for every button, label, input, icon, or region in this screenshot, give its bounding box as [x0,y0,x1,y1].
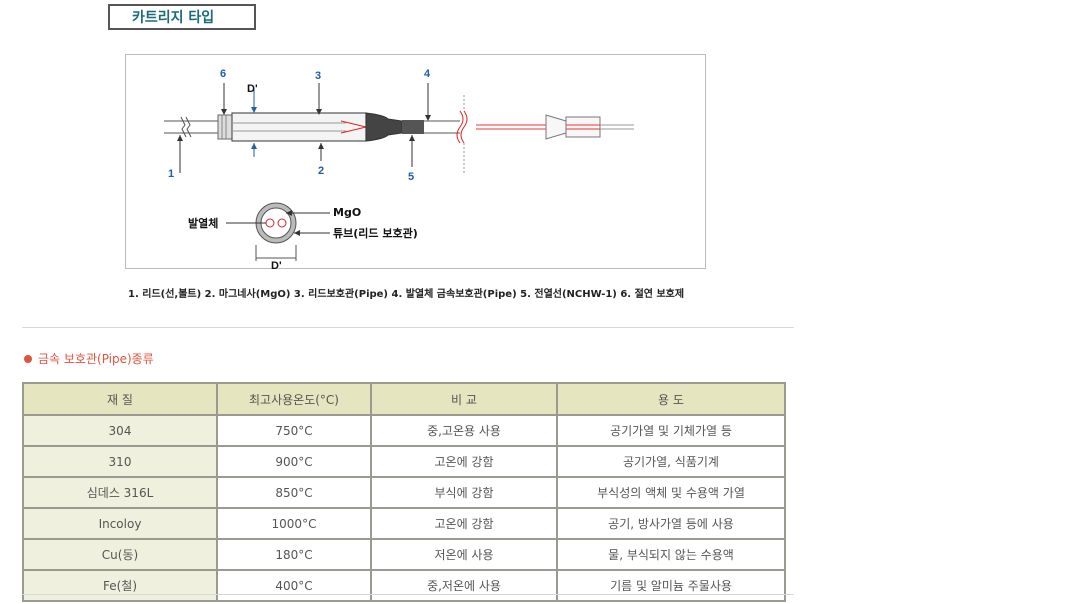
table-row: 310 900°C 고온에 강함 공기가열, 식품기계 [22,445,786,478]
cell-note: 중,저온에 사용 [370,569,558,602]
cell-usage: 공기, 방사가열 등에 사용 [556,507,786,540]
table-header-row: 재 질 최고사용온도(°C) 비 교 용 도 [22,382,786,416]
bullet-icon [24,354,32,363]
table-row: 심데스 316L 850°C 부식에 강함 부식성의 액체 및 수용액 가열 [22,476,786,509]
label-n1: 1 [168,168,174,180]
table-row: Incoloy 1000°C 고온에 강함 공기, 방사가열 등에 사용 [22,507,786,540]
cell-usage: 기름 및 알미늄 주물사용 [556,569,786,602]
label-tube: 튜브(리드 보호관) [333,226,418,240]
col-usage: 용 도 [556,382,786,416]
cell-max-temp: 400°C [216,569,372,602]
cell-usage: 공기가열 및 기체가열 등 [556,414,786,447]
label-d-top: D' [247,83,258,95]
heater-diagram: 6 3 4 1 2 5 D' D' MgO 발열체 튜브(리드 보호관) [125,54,706,270]
cell-material: Cu(동) [22,538,218,571]
label-n3: 3 [315,70,321,82]
cell-max-temp: 180°C [216,538,372,571]
cell-max-temp: 1000°C [216,507,372,540]
cell-note: 고온에 강함 [370,507,558,540]
cell-usage: 공기가열, 식품기계 [556,445,786,478]
label-n2: 2 [318,165,324,177]
section-title-box: 카트리지 타입 [108,4,256,30]
label-n5: 5 [408,171,414,183]
pipe-material-table: 재 질 최고사용온도(°C) 비 교 용 도 304 750°C 중,고온용 사… [22,382,786,602]
cell-note: 부식에 강함 [370,476,558,509]
table-row: Fe(철) 400°C 중,저온에 사용 기름 및 알미늄 주물사용 [22,569,786,602]
divider-top [22,327,794,328]
section-title: 카트리지 타입 [132,10,215,26]
cell-usage: 물, 부식되지 않는 수용액 [556,538,786,571]
cell-max-temp: 750°C [216,414,372,447]
col-note: 비 교 [370,382,558,416]
cell-usage: 부식성의 액체 및 수용액 가열 [556,476,786,509]
cell-max-temp: 900°C [216,445,372,478]
label-n6: 6 [220,68,226,80]
cell-note: 고온에 강함 [370,445,558,478]
cell-material: Fe(철) [22,569,218,602]
cell-max-temp: 850°C [216,476,372,509]
cell-note: 중,고온용 사용 [370,414,558,447]
cell-material: 심데스 316L [22,476,218,509]
cell-material: Incoloy [22,507,218,540]
label-heater: 발열체 [188,216,218,230]
diagram-legend: 1. 리드(선,볼트) 2. 마그네사(MgO) 3. 리드보호관(Pipe) … [128,289,685,300]
divider-bottom [22,594,794,595]
col-max-temp: 최고사용온도(°C) [216,382,372,416]
col-material: 재 질 [22,382,218,416]
table-row: 304 750°C 중,고온용 사용 공기가열 및 기체가열 등 [22,414,786,447]
cell-material: 310 [22,445,218,478]
label-mgo: MgO [333,206,361,219]
cell-material: 304 [22,414,218,447]
section-heading-text: 금속 보호관(Pipe)종류 [38,352,154,366]
table-row: Cu(동) 180°C 저온에 사용 물, 부식되지 않는 수용액 [22,538,786,571]
label-n4: 4 [424,68,431,80]
heater-diagram-svg: 6 3 4 1 2 5 D' D' MgO 발열체 튜브(리드 보호관) [164,68,634,270]
section-heading: 금속 보호관(Pipe)종류 [24,350,154,367]
label-d-bottom: D' [271,260,282,270]
cell-note: 저온에 사용 [370,538,558,571]
